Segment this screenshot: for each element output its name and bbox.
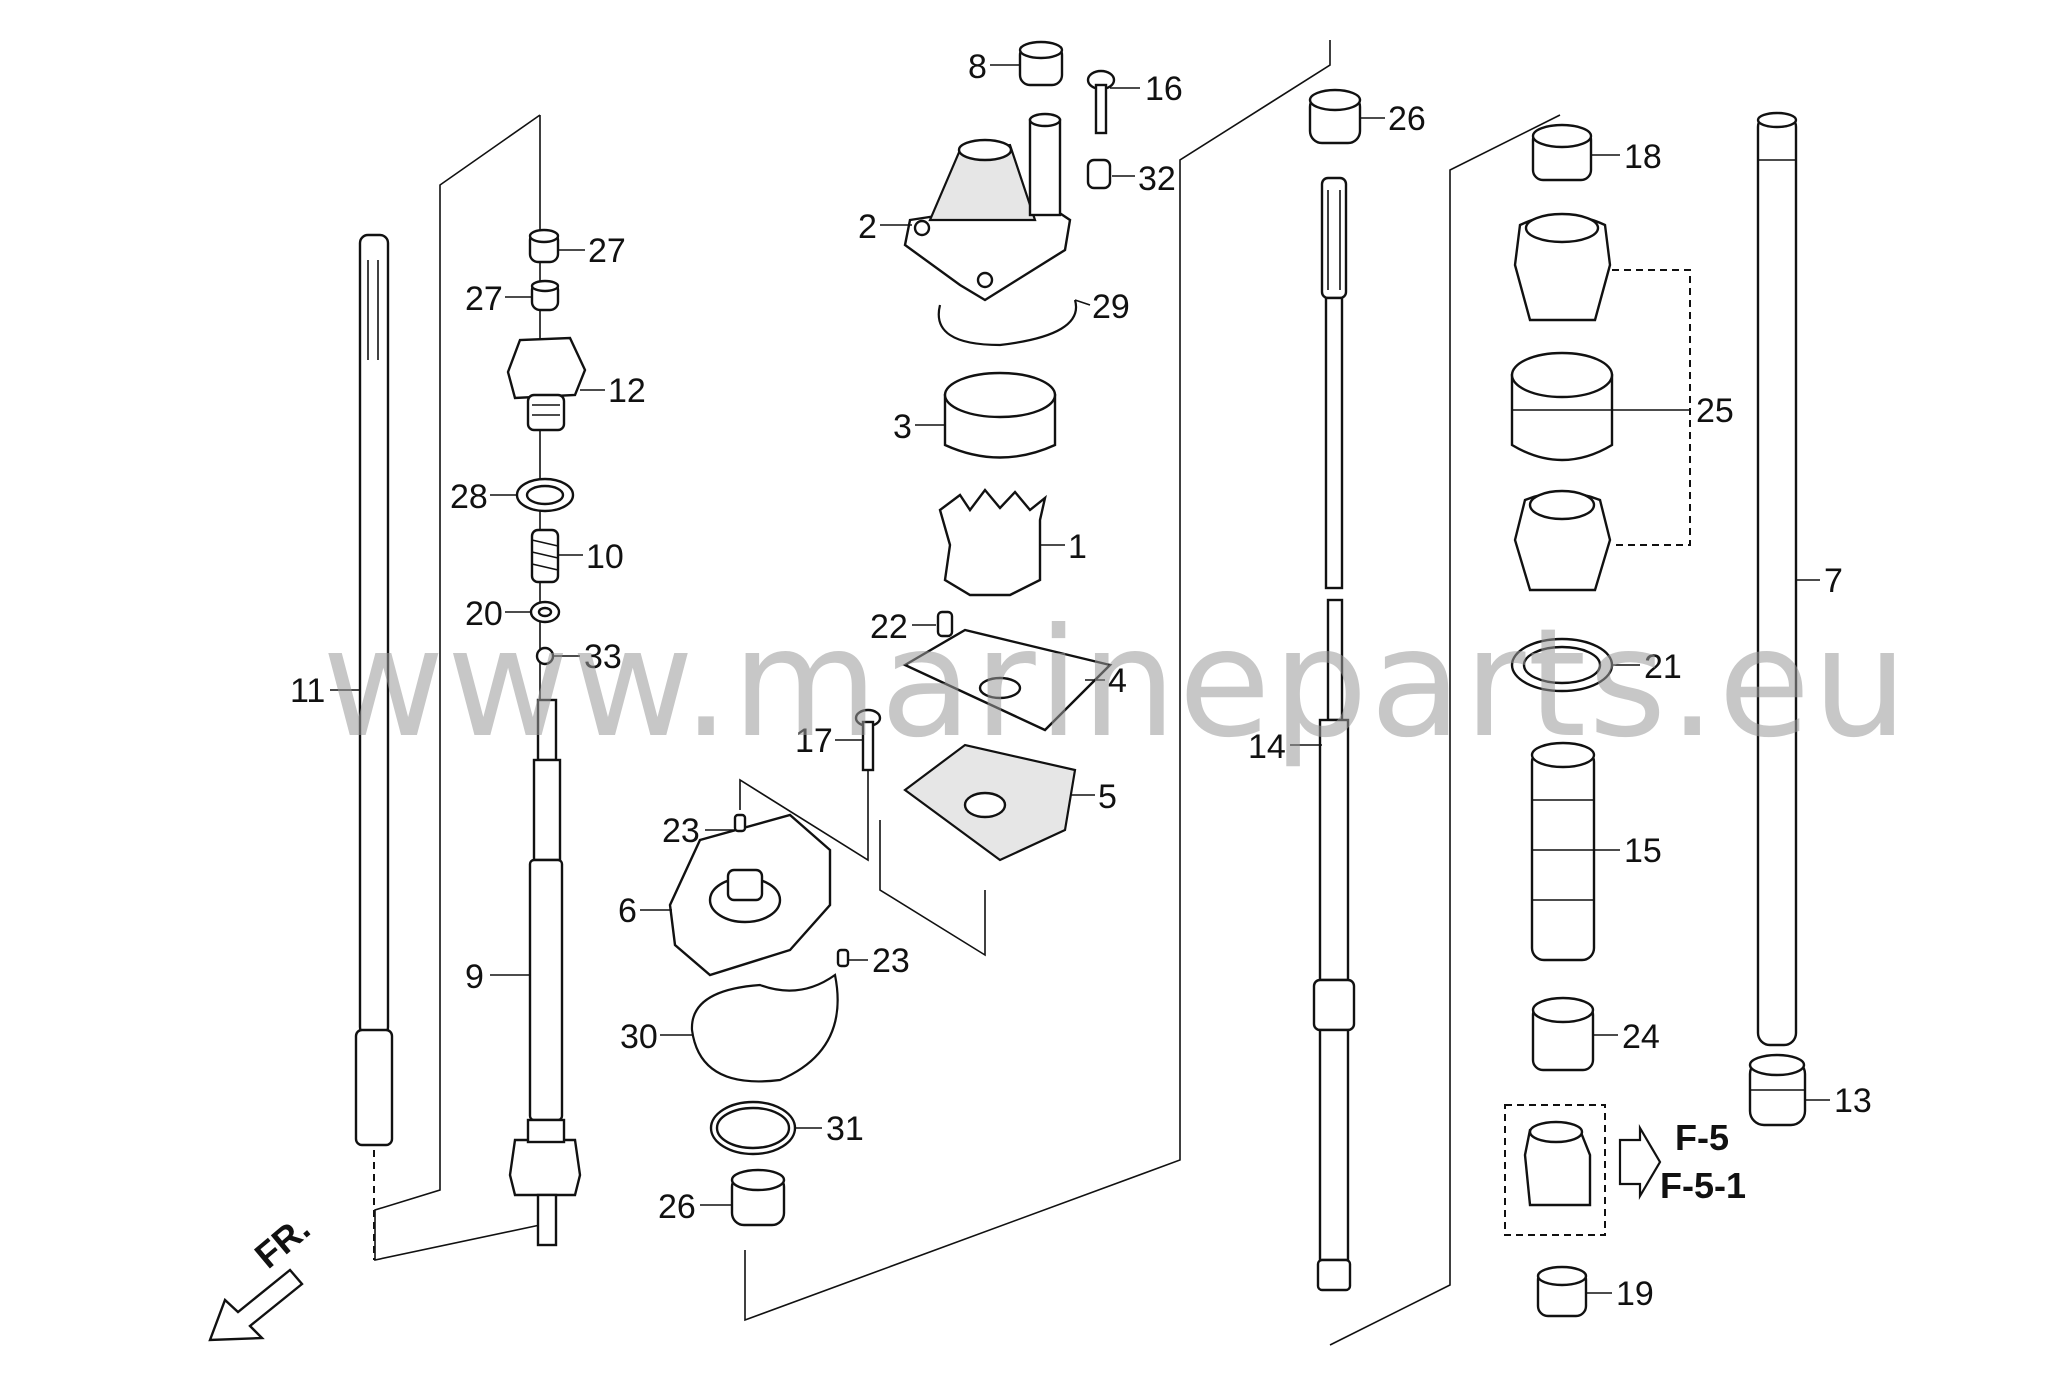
- callout-12: 12: [608, 372, 646, 410]
- leader-5-to-6: [879, 820, 986, 957]
- part-14-drive-shaft: [1312, 176, 1356, 1292]
- part-11-shift-rod: [354, 233, 394, 1260]
- part-27-collar-top: [528, 228, 560, 264]
- callout-20: 20: [465, 595, 503, 633]
- part-32-collar: [1086, 158, 1112, 190]
- direction-arrow: FR.: [208, 1207, 318, 1342]
- callout-9: 9: [465, 958, 484, 996]
- callout-28: 28: [450, 478, 488, 516]
- callout-22: 22: [870, 608, 908, 646]
- part-5-gasket: [903, 743, 1077, 862]
- callout-26-lower: 26: [658, 1188, 696, 1226]
- callout-1: 1: [1068, 528, 1087, 566]
- part-22-key: [936, 610, 954, 638]
- callout-8: 8: [968, 48, 987, 86]
- part-29-seal-ring: [937, 299, 1078, 347]
- part-25-collar: [1510, 351, 1614, 462]
- callout-33: 33: [584, 638, 622, 676]
- part-26-seal-lower: [730, 1168, 786, 1227]
- group-outline-center: [744, 40, 1331, 1322]
- callout-27-top: 27: [588, 232, 626, 270]
- callout-25: 25: [1696, 392, 1734, 430]
- group-outline-right: [1329, 114, 1561, 1346]
- callout-23-top: 23: [662, 812, 700, 850]
- part-28-o-ring: [515, 477, 575, 513]
- callout-leaders: [330, 64, 1830, 1294]
- part-26-seal-upper: [1308, 88, 1362, 145]
- part-10-spring: [530, 528, 560, 584]
- direction-label: FR.: [247, 1207, 318, 1276]
- callout-23-bottom: 23: [872, 942, 910, 980]
- ref-label-f5: F-5: [1675, 1117, 1729, 1158]
- part-15-sleeve: [1530, 741, 1596, 962]
- part-30-gasket: [690, 973, 839, 1083]
- part-25-gear-lower: [1513, 489, 1612, 592]
- part-12-shift-cam: [506, 336, 587, 432]
- leader-17-to-6: [739, 770, 869, 862]
- callout-21: 21: [1644, 648, 1682, 686]
- callout-17: 17: [795, 722, 833, 760]
- callout-32: 32: [1138, 160, 1176, 198]
- callout-7: 7: [1824, 562, 1843, 600]
- callout-18: 18: [1624, 138, 1662, 176]
- part-23-dowel-bottom: [836, 948, 850, 968]
- callout-5: 5: [1098, 778, 1117, 816]
- watermark: www.marineparts.eu: [322, 597, 1910, 771]
- part-25-gear-upper: [1513, 212, 1612, 322]
- callout-3: 3: [893, 408, 912, 446]
- part-9-shift-shaft: [508, 698, 582, 1247]
- part-31-o-ring: [709, 1100, 797, 1156]
- part-23-dowel-top: [733, 813, 747, 833]
- callout-16: 16: [1145, 70, 1183, 108]
- pinion-reference-box: [1504, 1104, 1662, 1236]
- part-24-bearing: [1531, 996, 1595, 1072]
- callout-2: 2: [858, 208, 877, 246]
- callout-30: 30: [620, 1018, 658, 1056]
- part-19-nut: [1536, 1265, 1588, 1318]
- part-20-washer: [529, 600, 561, 624]
- callout-29: 29: [1092, 288, 1130, 326]
- callout-11: 11: [290, 672, 325, 710]
- part-16-bolt: [1086, 69, 1116, 135]
- callout-6: 6: [618, 892, 637, 930]
- callout-14: 14: [1248, 728, 1286, 766]
- callout-19: 19: [1616, 1275, 1654, 1313]
- part-13-grommet: [1748, 1053, 1807, 1127]
- part-18-bearing: [1531, 123, 1593, 182]
- callout-numbers: 8 16 32 2 29 3 1 22 4 5 17 23 23 6 30 31…: [290, 48, 1872, 1313]
- callout-27-bottom: 27: [465, 280, 503, 318]
- leader-25-bracket: [1612, 269, 1691, 546]
- part-1-impeller: [938, 488, 1047, 597]
- callout-15: 15: [1624, 832, 1662, 870]
- part-2-pump-housing: [903, 112, 1072, 302]
- part-27-collar-bottom: [530, 279, 560, 312]
- part-7-water-tube: [1756, 111, 1798, 1047]
- callout-13: 13: [1834, 1082, 1872, 1120]
- callout-10: 10: [586, 538, 624, 576]
- part-8-grommet: [1018, 40, 1064, 87]
- ref-label-f51: F-5-1: [1660, 1165, 1746, 1206]
- part-4-plate: [902, 628, 1113, 732]
- callout-26-upper: 26: [1388, 100, 1426, 138]
- part-21-shim: [1510, 637, 1614, 693]
- part-3-liner: [943, 371, 1057, 459]
- part-6-pump-case: [668, 813, 832, 977]
- callout-24: 24: [1622, 1018, 1660, 1056]
- callout-4: 4: [1108, 662, 1127, 700]
- callout-31: 31: [826, 1110, 864, 1148]
